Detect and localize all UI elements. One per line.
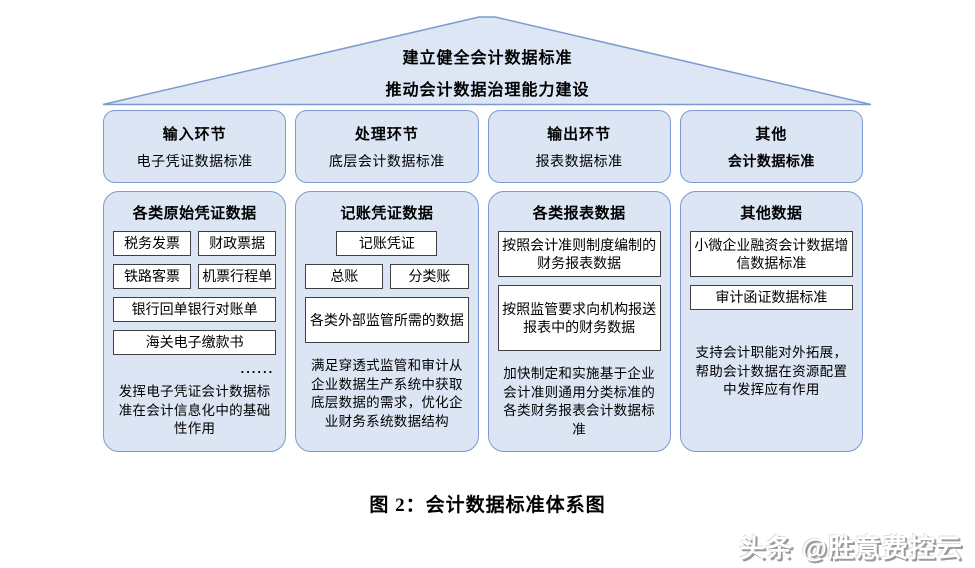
data-box: 机票行程单 <box>198 264 277 289</box>
stage-title: 输出环节 <box>547 125 612 143</box>
column-note: 支持会计职能对外拓展，帮助会计数据在资源配置中发挥应有作用 <box>695 345 848 398</box>
data-box: 审计函证数据标准 <box>689 285 853 310</box>
column-note: 发挥电子凭证会计数据标准在会计信息化中的基础性作用 <box>118 384 271 437</box>
data-box: 各类外部监管所需的数据 <box>305 297 469 343</box>
data-box: 海关电子缴款书 <box>113 330 277 355</box>
stage-title: 处理环节 <box>354 125 419 143</box>
roof-title-line2: 推动会计数据治理能力建设 <box>385 82 590 99</box>
column-header: 各类原始凭证数据 <box>132 205 257 222</box>
watermark: 头条 @胜意费控云 <box>739 533 963 563</box>
box-pair: 税务发票 财政票据 <box>113 231 277 256</box>
stage-box-other: 其他 会计数据标准 <box>679 110 863 183</box>
stage-subtitle: 底层会计数据标准 <box>328 152 445 169</box>
box-pair: 铁路客票 机票行程单 <box>113 264 277 289</box>
stage-subtitle: 会计数据标准 <box>727 152 815 169</box>
stage-box-processing: 处理环节 底层会计数据标准 <box>295 110 479 183</box>
stage-box-output: 输出环节 报表数据标准 <box>487 110 671 183</box>
data-box: 记账凭证 <box>336 231 438 256</box>
ellipsis-dots: ...... <box>240 361 275 376</box>
data-box: 按照监管要求向机构报送报表中的财务数据 <box>497 285 661 351</box>
roof-title-line1: 建立健全会计数据标准 <box>402 50 573 67</box>
data-box: 总账 <box>305 264 384 289</box>
data-box: 税务发票 <box>113 231 192 256</box>
data-box: 按照会计准则制度编制的财务报表数据 <box>497 231 661 277</box>
columns-row: 各类原始凭证数据 税务发票 财政票据 铁路客票 机票行程单 银行回单银行对账单 … <box>103 191 863 452</box>
column-note: 满足穿透式监管和审计从企业数据生产系统中获取底层数据的需求，优化企业财务系统数据… <box>310 358 463 429</box>
data-box: 铁路客票 <box>113 264 192 289</box>
column-original-vouchers: 各类原始凭证数据 税务发票 财政票据 铁路客票 机票行程单 银行回单银行对账单 … <box>103 191 287 452</box>
data-box: 分类账 <box>390 264 469 289</box>
column-header: 各类报表数据 <box>532 205 626 222</box>
stage-box-input: 输入环节 电子凭证数据标准 <box>103 110 287 183</box>
stage-title: 其他 <box>755 125 788 143</box>
roof-triangle <box>102 16 872 106</box>
data-box: 小微企业融资会计数据增信数据标准 <box>689 231 853 277</box>
column-header: 其他数据 <box>740 205 803 222</box>
stage-header-row: 输入环节 电子凭证数据标准 处理环节 底层会计数据标准 输出环节 报表数据标准 … <box>103 110 863 183</box>
stage-title: 输入环节 <box>162 125 227 143</box>
stage-subtitle: 电子凭证数据标准 <box>136 152 253 169</box>
column-note: 加快制定和实施基于企业会计准则通用分类标准的各类财务报表会计数据标准 <box>503 366 656 437</box>
box-pair: 总账 分类账 <box>305 264 469 289</box>
column-report-data: 各类报表数据 按照会计准则制度编制的财务报表数据 按照监管要求向机构报送报表中的… <box>487 191 671 452</box>
column-other-data: 其他数据 小微企业融资会计数据增信数据标准 审计函证数据标准 支持会计职能对外拓… <box>679 191 863 452</box>
column-bookkeeping-vouchers: 记账凭证数据 记账凭证 总账 分类账 各类外部监管所需的数据 满足穿透式监管和审… <box>295 191 479 452</box>
figure-caption: 图 2：会计数据标准体系图 <box>369 495 606 516</box>
stage-subtitle: 报表数据标准 <box>535 152 623 169</box>
data-box: 财政票据 <box>198 231 277 256</box>
data-box: 银行回单银行对账单 <box>113 297 277 322</box>
column-header: 记账凭证数据 <box>340 205 434 222</box>
